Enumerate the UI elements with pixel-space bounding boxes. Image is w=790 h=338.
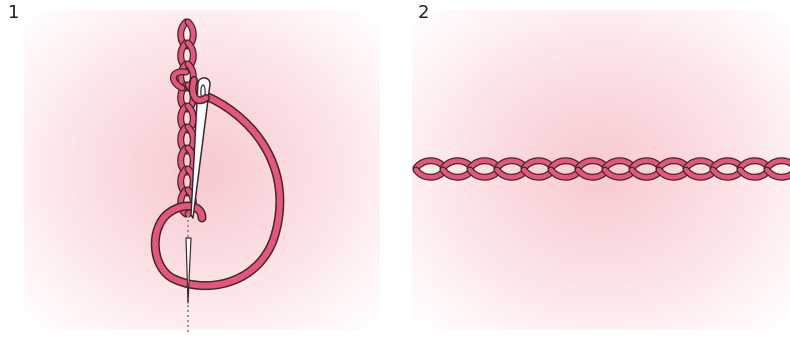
step-1-panel: 1 [10, 0, 380, 338]
step-2-panel: 2 [412, 0, 782, 338]
step-2-illustration [412, 0, 790, 338]
step-1-illustration [10, 0, 380, 338]
vertical-chain-stitch-icon [173, 22, 193, 214]
thread-loop-icon [155, 96, 280, 286]
horizontal-chain-stitch-icon [416, 161, 790, 178]
